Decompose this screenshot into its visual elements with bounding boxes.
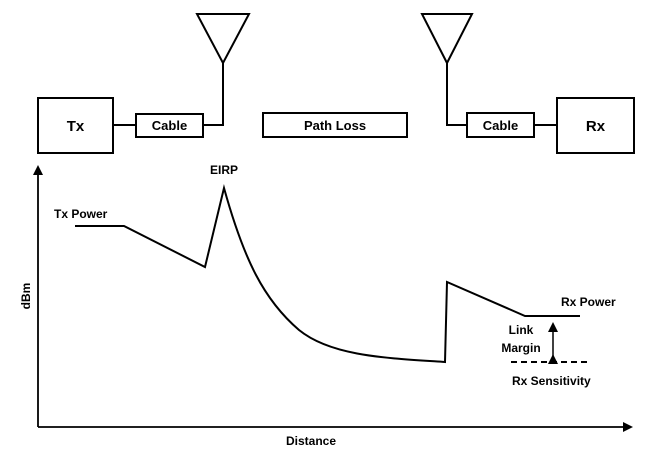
rx-sensitivity-label: Rx Sensitivity [512, 374, 591, 388]
right-antenna-icon [420, 13, 474, 66]
rx-label: Rx [586, 118, 606, 135]
left-antenna-icon [195, 13, 251, 66]
signal-level-curve [75, 184, 580, 364]
link-label: Link [509, 323, 534, 337]
right-cable-label: Cable [483, 118, 518, 133]
x-axis-label: Distance [286, 434, 336, 448]
tx-label: Tx [67, 118, 85, 135]
path-loss-label: Path Loss [304, 118, 366, 133]
eirp-label: EIRP [210, 163, 238, 177]
right-antenna-feed [446, 63, 467, 126]
left-antenna-feed [203, 63, 224, 126]
rx-block [556, 97, 635, 154]
tx-power-label: Tx Power [54, 207, 108, 221]
left-cable-label: Cable [152, 118, 187, 133]
rx-power-label: Rx Power [561, 295, 616, 309]
margin-label: Margin [501, 341, 540, 355]
y-axis-label: dBm [19, 283, 33, 310]
path-loss-block [262, 112, 408, 138]
